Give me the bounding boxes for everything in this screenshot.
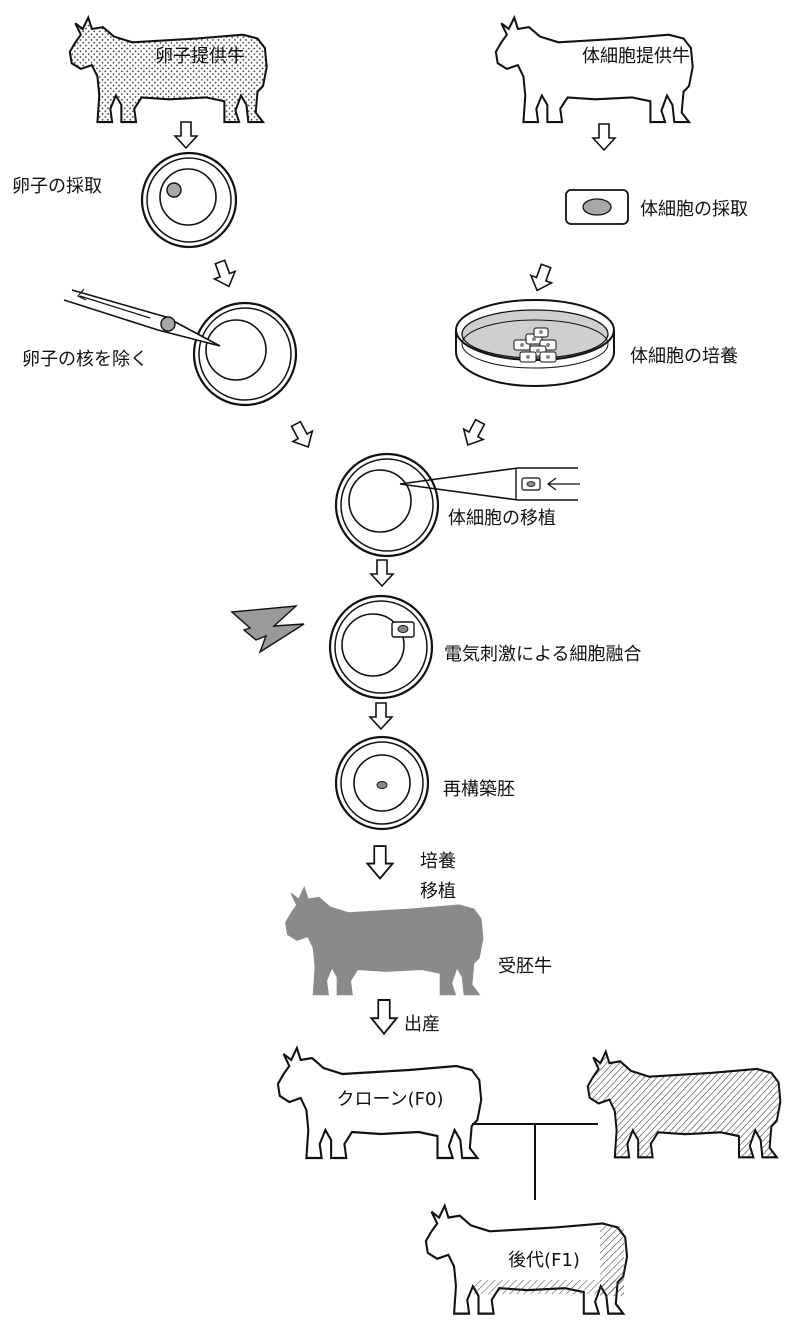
egg-donor-cow: 卵子提供牛 [68,16,268,124]
egg-collection: 卵子の採取 [12,151,238,249]
somatic-culture-label: 体細胞の培養 [630,346,738,367]
somatic-nucleus-icon [582,198,612,216]
clone-f0: クローン(F0) [276,1046,483,1160]
mate-cow-icon [586,1050,782,1159]
egg-donor-cow-label: 卵子提供牛 [155,46,245,67]
egg-donor-cow-icon [68,16,268,124]
arrow-down-icon [208,257,241,291]
arrow-down-icon [592,123,616,151]
somatic-transfer-label: 体細胞の移植 [448,508,556,529]
arrow-down-icon [285,418,319,453]
egg-cell-icon [140,151,238,249]
egg-collection-label: 卵子の採取 [12,176,102,197]
arrow-down-icon [370,999,398,1035]
somatic-donor-cow: 体細胞提供牛 [494,16,694,124]
culture-label: 培養 [420,851,456,872]
recipient-cow: 受胚牛 [285,887,552,996]
somatic-culture: 体細胞の培養 [455,299,738,387]
egg-cell-icon [192,301,298,407]
arrow-down-icon [457,416,491,451]
electrofusion-label: 電気刺激による細胞融合 [444,644,641,665]
offspring-f1: 後代(F1) [424,1204,629,1315]
egg-nucleus-icon [166,182,182,198]
arrow-down-icon [369,702,393,730]
egg-enucleation: 卵子の核を除く [22,288,298,407]
reconstructed-embryo: 再構築胚 [334,735,515,831]
nucleus-icon [160,316,176,332]
egg-cell-icon [334,452,440,558]
pipette-icon [63,289,221,347]
arrow-down-icon [366,845,394,880]
egg-enucleation-label: 卵子の核を除く [22,349,148,370]
lightning-icon [230,605,305,654]
clone-f0-label: クローン(F0) [337,1089,444,1110]
egg-cell-icon [328,594,434,700]
offspring-f1-label: 後代(F1) [508,1250,580,1271]
somatic-collection: 体細胞の採取 [565,189,748,225]
recipient-cow-label: 受胚牛 [498,956,552,977]
somatic-donor-cow-icon [494,16,694,124]
electrofusion: 電気刺激による細胞融合 [230,594,641,700]
birth-label: 出産 [404,1014,440,1035]
arrow-down-icon [174,121,198,149]
transfer-label: 移植 [420,881,456,902]
nucleus-icon [376,781,388,789]
mate-cow [586,1050,782,1159]
pipette-icon [399,467,578,501]
arrow-down-icon [525,261,558,295]
somatic-donor-cow-label: 体細胞提供牛 [582,46,690,67]
reconstructed-embryo-label: 再構築胚 [443,779,515,800]
recipient-cow-icon [285,887,484,996]
somatic-transfer: 体細胞の移植 [334,452,580,558]
somatic-collection-label: 体細胞の採取 [640,199,748,220]
arrow-down-icon [370,559,394,587]
mating-line [472,1123,598,1200]
